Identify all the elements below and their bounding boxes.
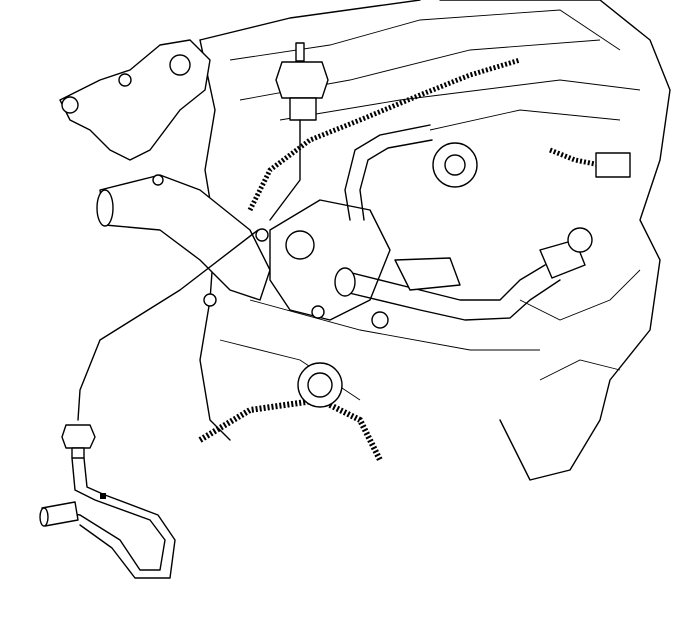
sensor-lead-wire [77,228,269,421]
center-housing [269,199,391,329]
water-outlet [96,174,271,307]
heater-pipe [334,124,593,321]
coolant-tube [39,457,176,579]
coolant-sensor [61,424,96,459]
vacuum-actuator [269,42,329,221]
engine-bracket [59,39,211,161]
crank-pulley [297,142,478,408]
